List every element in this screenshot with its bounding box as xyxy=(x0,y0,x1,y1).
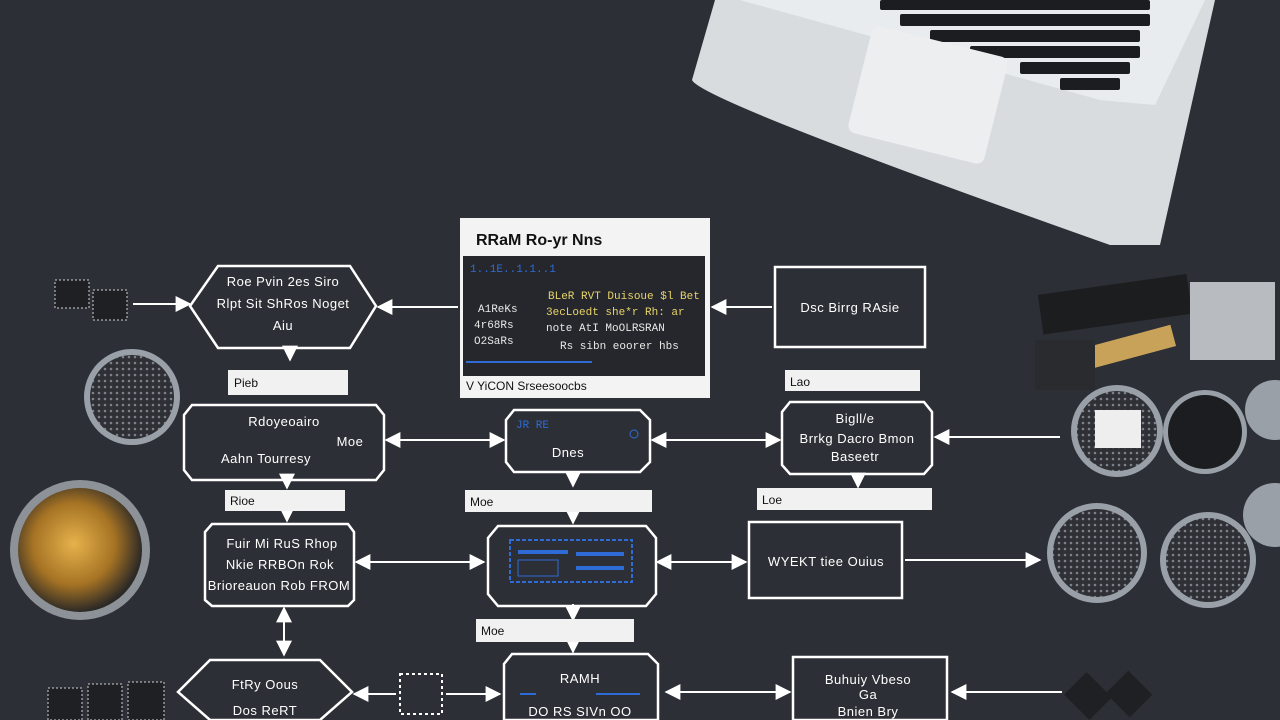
svg-text:3ecLoedt she*r Rh: ar: 3ecLoedt she*r Rh: ar xyxy=(546,307,685,319)
svg-text:note AtI MoOLRSRAN: note AtI MoOLRSRAN xyxy=(546,323,665,335)
node-row2-right: Bigll/e Brrkg Dacro Bmon Baseetr xyxy=(780,400,934,476)
svg-text:Rlpt Sit ShRos Noget: Rlpt Sit ShRos Noget xyxy=(217,296,350,311)
svg-text:Dsc Birrg RAsie: Dsc Birrg RAsie xyxy=(800,300,899,315)
label-bar-3: Rioe xyxy=(225,490,345,511)
node-rect-top-right: Dsc Birrg RAsie xyxy=(773,265,927,349)
svg-text:Aiu: Aiu xyxy=(273,318,293,333)
hardware-pile xyxy=(1035,274,1275,390)
svg-text:FtRy Oous: FtRy Oous xyxy=(232,677,299,692)
panel-title: RRaM Ro-yr Nns xyxy=(476,232,602,249)
svg-text:Moe: Moe xyxy=(470,495,494,509)
svg-text:Lao: Lao xyxy=(790,375,810,389)
node-row2-left: Rdoyeoairo Moe Aahn Tourresy xyxy=(182,403,386,482)
svg-text:Pieb: Pieb xyxy=(234,376,258,390)
node-row4-right: Buhuiy Vbeso Ga Bnien Bry xyxy=(791,655,949,720)
svg-text:Dos ReRT: Dos ReRT xyxy=(233,703,297,718)
svg-text:WYEKT tiee Ouius: WYEKT tiee Ouius xyxy=(768,554,884,569)
mesh-cups-right xyxy=(1047,380,1280,608)
svg-text:Buhuiy Vbeso: Buhuiy Vbeso xyxy=(825,672,911,687)
mesh-cup-left xyxy=(84,349,180,445)
node-row3-right: WYEKT tiee Ouius xyxy=(747,520,904,600)
label-bar-1: Pieb xyxy=(228,370,348,395)
food-bowl xyxy=(10,480,150,620)
svg-text:Bnien Bry: Bnien Bry xyxy=(838,704,899,719)
node-hex-top: Roe Pvin 2es Siro Rlpt Sit ShRos Noget A… xyxy=(188,264,378,350)
svg-text:Rioe: Rioe xyxy=(230,494,255,508)
node-row3-left: Fuir Mi RuS Rhop Nkie RRBOn Rok Brioreau… xyxy=(203,522,356,608)
svg-text:Brrkg Dacro Bmon: Brrkg Dacro Bmon xyxy=(800,431,915,446)
chip-cluster-top-left xyxy=(54,279,128,321)
svg-text:Loe: Loe xyxy=(762,493,782,507)
label-bar-5: Loe xyxy=(757,488,932,510)
screen-panel: RRaM Ro-yr Nns 1..1E..1.1..1 A1ReKs 4r68… xyxy=(460,218,710,398)
svg-text:Aahn Tourresy: Aahn Tourresy xyxy=(221,451,311,466)
laptop-image xyxy=(692,0,1215,245)
svg-text:Dnes: Dnes xyxy=(552,445,584,460)
svg-text:A1ReKs: A1ReKs xyxy=(478,304,518,316)
chip-cluster-bottom-left xyxy=(47,681,165,720)
svg-text:Rdoyeoairo: Rdoyeoairo xyxy=(248,414,320,429)
chip-cluster-bottom-right xyxy=(1063,670,1153,720)
svg-text:4r68Rs: 4r68Rs xyxy=(474,320,514,332)
svg-text:Baseetr: Baseetr xyxy=(831,449,879,464)
node-hex-bottom: FtRy Oous Dos ReRT xyxy=(176,658,354,720)
label-bar-4: Moe xyxy=(465,490,652,512)
svg-text:JR RE: JR RE xyxy=(516,420,549,432)
svg-text:O2SaRs: O2SaRs xyxy=(474,336,514,348)
node-row2-center: JR RE Dnes xyxy=(504,408,652,474)
connectors xyxy=(133,296,1062,702)
svg-text:RAMH: RAMH xyxy=(560,671,600,686)
svg-text:Nkie RRBOn Rok: Nkie RRBOn Rok xyxy=(226,557,334,572)
svg-text:Fuir Mi RuS Rhop: Fuir Mi RuS Rhop xyxy=(226,536,337,551)
panel-footer: V YiCON Srseesoocbs xyxy=(466,379,587,393)
node-row3-center xyxy=(486,524,658,608)
svg-text:Moe: Moe xyxy=(337,434,364,449)
svg-text:DO RS SIVn OO: DO RS SIVn OO xyxy=(528,704,631,719)
svg-text:Ga: Ga xyxy=(859,687,878,702)
svg-text:Bigll/e: Bigll/e xyxy=(836,411,875,426)
node-row4-center: RAMH DO RS SIVn OO xyxy=(502,652,660,720)
svg-text:BLeR RVT Duisoue $l Bet: BLeR RVT Duisoue $l Bet xyxy=(548,291,700,303)
node-small-dotted xyxy=(399,673,443,715)
svg-text:Brioreauon Rob FROM: Brioreauon Rob FROM xyxy=(208,578,350,593)
panel-code-numbers: 1..1E..1.1..1 xyxy=(470,264,556,276)
svg-text:Rs sibn eoorer hbs: Rs sibn eoorer hbs xyxy=(560,341,679,353)
label-bar-2: Lao xyxy=(785,370,920,391)
svg-text:Roe Pvin 2es Siro: Roe Pvin 2es Siro xyxy=(227,274,340,289)
svg-text:Moe: Moe xyxy=(481,624,505,638)
label-bar-6: Moe xyxy=(476,619,634,642)
